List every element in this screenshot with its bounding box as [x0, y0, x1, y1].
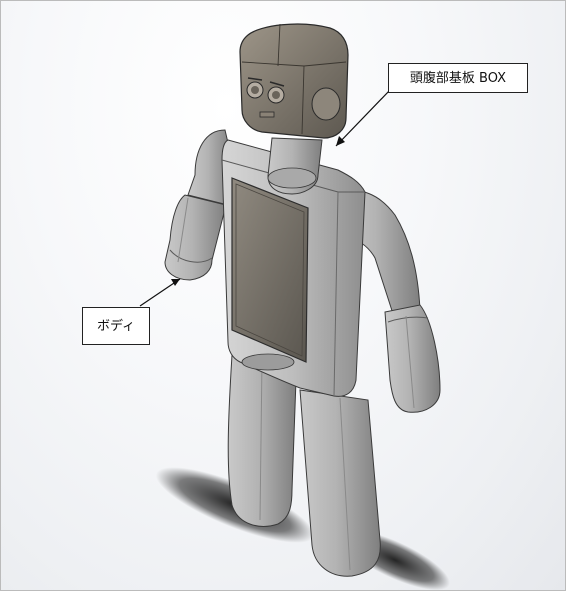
- head-box-callout: 頭腹部基板 BOX: [388, 63, 528, 93]
- neck[interactable]: [267, 137, 323, 195]
- body-callout-label: ボディ: [96, 318, 136, 334]
- left-arm[interactable]: [164, 129, 233, 281]
- callout-arrows: [139, 89, 391, 307]
- left-leg[interactable]: [227, 354, 297, 527]
- right-leg[interactable]: [299, 389, 381, 577]
- body-callout: ボディ: [82, 307, 150, 345]
- floor-shadow: [155, 467, 450, 591]
- head-box[interactable]: [239, 23, 349, 139]
- head-box-callout-label: 頭腹部基板 BOX: [409, 70, 507, 86]
- body-torso[interactable]: [221, 139, 366, 397]
